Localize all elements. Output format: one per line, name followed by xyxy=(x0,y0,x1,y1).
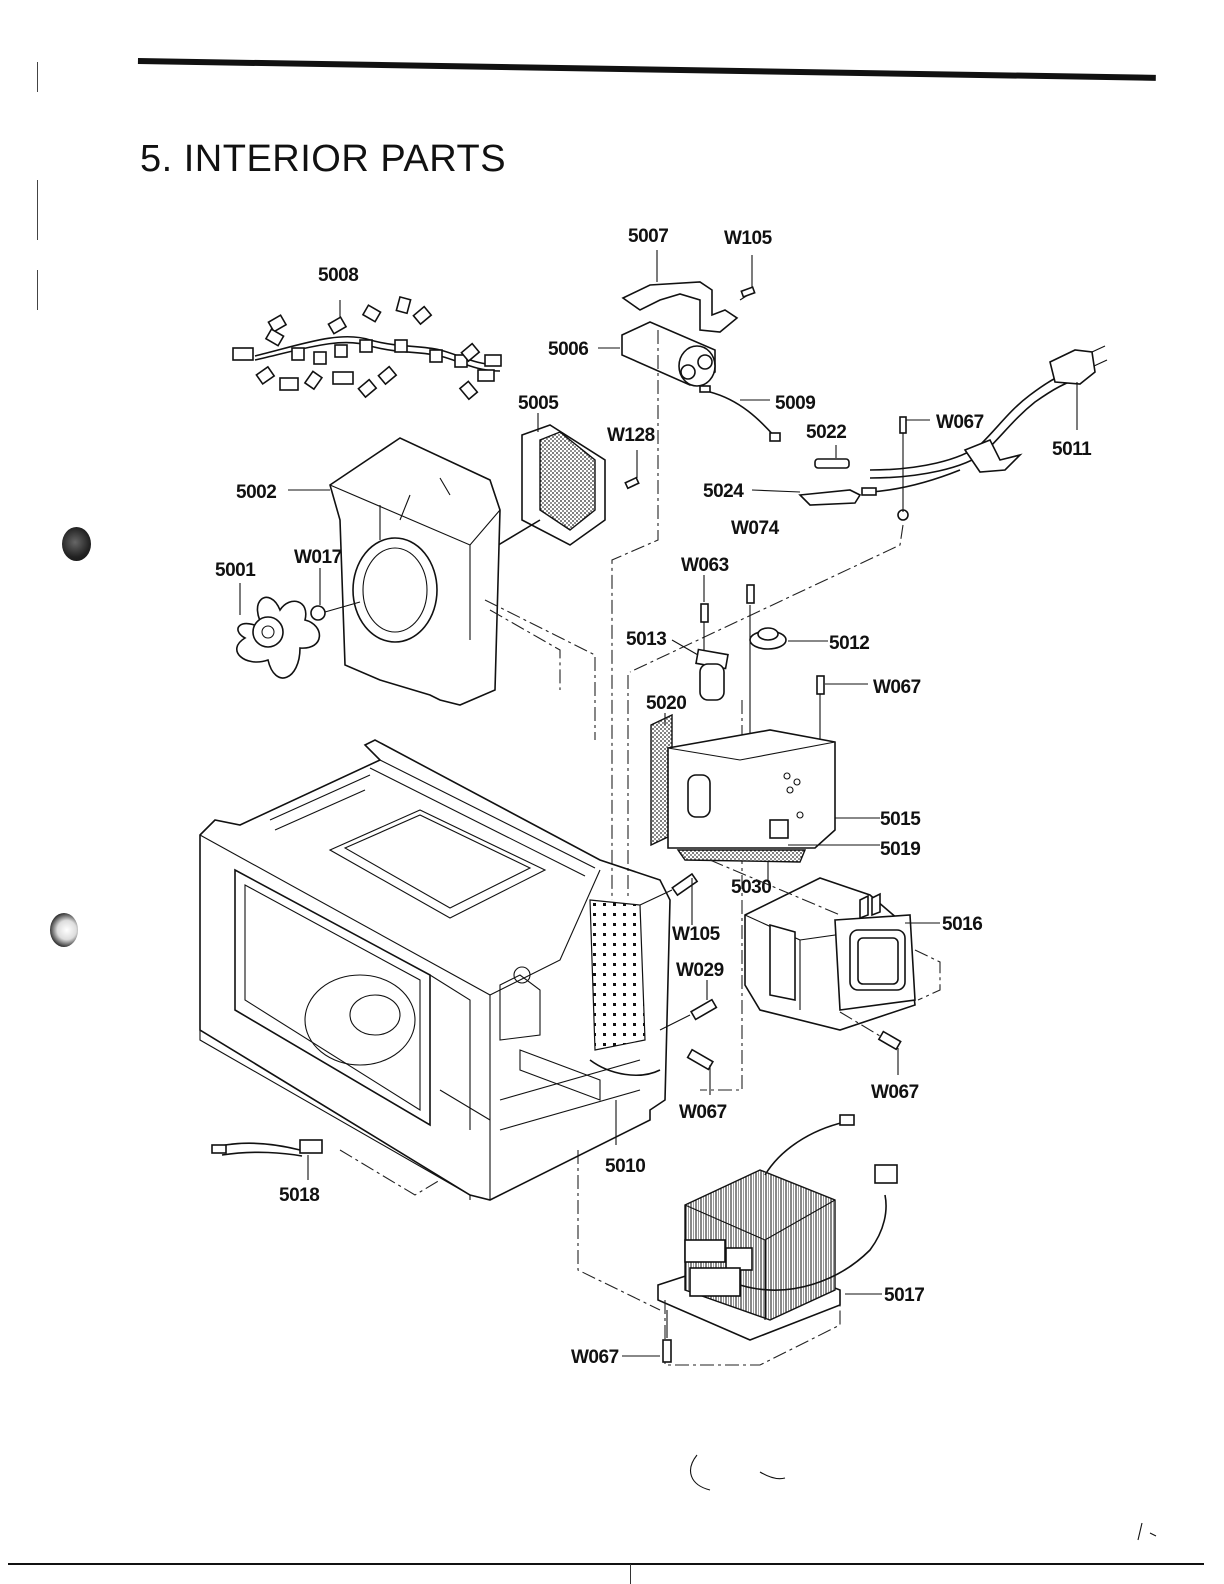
wire-harness-5008 xyxy=(232,295,502,401)
footer-rule xyxy=(8,1563,1204,1565)
footer-tick xyxy=(630,1564,631,1584)
callout-5002: 5002 xyxy=(236,482,276,503)
callout-5030: 5030 xyxy=(731,877,771,898)
magnetron-5016 xyxy=(709,859,941,1075)
wire-lead-5018 xyxy=(211,1139,323,1180)
callout-5018: 5018 xyxy=(279,1185,319,1206)
callout-w067-transformer: W067 xyxy=(571,1347,619,1368)
callout-5012: 5012 xyxy=(829,633,869,654)
callout-5007: 5007 xyxy=(628,226,668,247)
hv-capacitor-5006 xyxy=(598,321,781,442)
callout-w128: W128 xyxy=(607,425,655,446)
fan-duct-5002 xyxy=(288,437,596,740)
callout-5019: 5019 xyxy=(880,839,920,860)
cavity-screws xyxy=(639,872,718,1095)
callout-5015: 5015 xyxy=(880,809,921,830)
binder-hole-punch xyxy=(62,527,91,561)
callout-5011: 5011 xyxy=(1052,439,1092,460)
callout-5020: 5020 xyxy=(646,693,686,714)
callout-w067-magnetron: W067 xyxy=(871,1082,919,1103)
callout-w029: W029 xyxy=(676,960,724,981)
callout-5024: 5024 xyxy=(703,481,744,502)
callout-w067-mid: W067 xyxy=(873,677,921,698)
fuse-5022 xyxy=(814,445,850,469)
callout-w105-cavity: W105 xyxy=(672,924,721,945)
callout-5005: 5005 xyxy=(518,393,559,414)
fan-blade-5001 xyxy=(236,568,361,679)
fan-motor-5005 xyxy=(489,413,640,551)
capacitor-bracket-5007 xyxy=(621,250,756,333)
hv-transformer-5017 xyxy=(622,1114,898,1366)
callout-w067-cavity: W067 xyxy=(679,1102,727,1123)
scan-artifact xyxy=(1137,1522,1157,1541)
callout-w105-top: W105 xyxy=(724,228,773,249)
callout-5017: 5017 xyxy=(884,1285,924,1306)
callout-w067-cord: W067 xyxy=(936,412,984,433)
callout-5006: 5006 xyxy=(548,339,588,360)
callout-w017: W017 xyxy=(294,547,342,568)
scan-artifact xyxy=(690,1454,786,1491)
callout-w074: W074 xyxy=(731,518,780,539)
page-title: 5. INTERIOR PARTS xyxy=(140,138,507,180)
callout-5001: 5001 xyxy=(215,560,256,581)
waveguide-5015 xyxy=(650,713,880,880)
callout-5009: 5009 xyxy=(775,393,815,414)
callout-5022: 5022 xyxy=(806,422,846,443)
oven-cavity-chassis xyxy=(199,739,671,1201)
margin-mark xyxy=(37,270,38,310)
callout-w063: W063 xyxy=(681,555,729,576)
binder-hole-punch xyxy=(50,913,78,947)
callout-5016: 5016 xyxy=(942,914,982,935)
margin-mark xyxy=(37,180,38,240)
callout-5013: 5013 xyxy=(626,629,666,650)
fuse-holder-5024 xyxy=(751,487,877,506)
power-cord-5011 xyxy=(869,345,1108,521)
thermostat-5012 xyxy=(671,575,868,760)
callout-5008: 5008 xyxy=(318,265,358,286)
callout-5010: 5010 xyxy=(605,1156,645,1177)
margin-mark xyxy=(37,62,38,92)
